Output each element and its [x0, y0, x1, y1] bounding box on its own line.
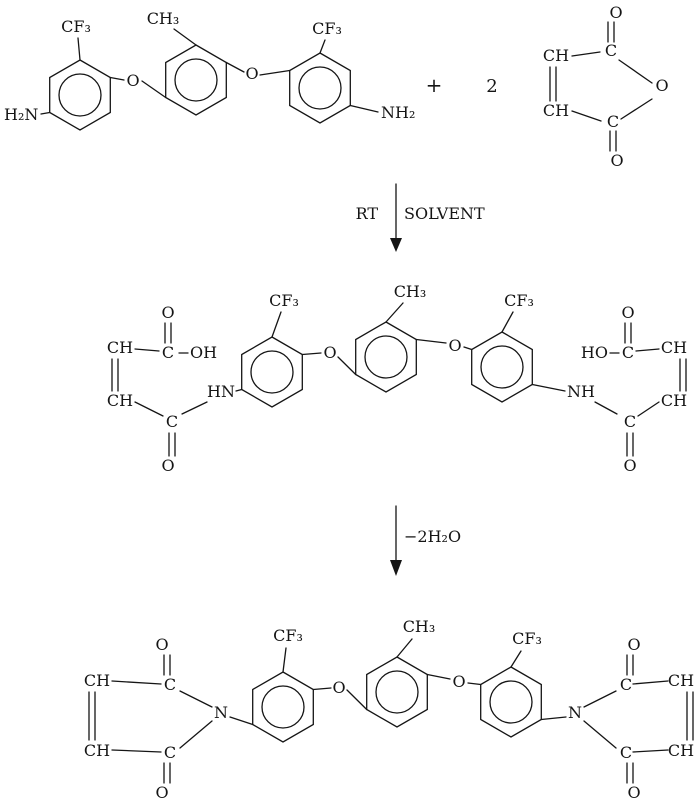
label-ch: CH	[543, 46, 569, 65]
label-ether-o: O	[448, 336, 461, 355]
single-bonds	[111, 680, 213, 753]
maleamic-acid-arm-left: O C OH CH CH C O	[107, 303, 217, 475]
label-carbonyl-o: O	[627, 783, 640, 800]
label-cf3: CF₃	[61, 17, 91, 36]
double-bonds	[111, 322, 176, 457]
label-ch: CH	[84, 741, 110, 760]
reaction-arrow-step1: RT SOLVENT	[356, 183, 485, 252]
maleimide-ring-left: C O C O CH CH	[84, 635, 213, 800]
label-ch: CH	[661, 338, 687, 357]
label-c: C	[164, 675, 176, 694]
label-carbonyl-o: O	[621, 303, 634, 322]
double-bonds	[88, 654, 171, 784]
maleamic-acid-arm-right: O HO C CH CH C O	[581, 303, 687, 475]
aromatic-circle	[489, 680, 533, 724]
label-ether-o: O	[332, 678, 345, 697]
aromatic-circle	[298, 66, 342, 110]
label-ether-o: O	[452, 672, 465, 691]
label-ether-o: O	[245, 64, 258, 83]
double-bonds	[624, 322, 687, 457]
arrow-head	[390, 238, 402, 252]
label-ether-o: O	[126, 71, 139, 90]
condition-medium: SOLVENT	[404, 204, 485, 223]
aromatic-circle	[261, 685, 305, 729]
double-bonds	[549, 21, 617, 152]
label-cf3: CF₃	[273, 626, 303, 645]
label-cf3: CF₃	[312, 19, 342, 38]
stoichiometric-coefficient: 2	[486, 76, 497, 97]
condition-temperature: RT	[356, 204, 379, 223]
label-carbonyl-o: O	[627, 635, 640, 654]
label-cf3: CF₃	[504, 291, 534, 310]
label-cf3: CF₃	[269, 291, 299, 310]
intermediate-bismaleamic-acid: CF₃ CH₃ CF₃ O O HN NH O C OH CH CH C O O…	[107, 282, 687, 475]
reactant-diamine: CF₃ H₂N O CH₃ O CF₃ NH₂	[4, 9, 415, 131]
label-carbonyl-o: O	[161, 456, 174, 475]
product-bismaleimide: CF₃ CH₃ CF₃ O O N N C O C O CH CH C O C …	[84, 617, 694, 800]
plus-sign: +	[426, 73, 443, 97]
label-ch: CH	[543, 101, 569, 120]
label-c: C	[620, 675, 632, 694]
single-bonds	[594, 348, 660, 417]
label-cf3: CF₃	[512, 629, 542, 648]
label-c: C	[624, 412, 636, 431]
label-hn: HN	[207, 382, 235, 401]
label-ch: CH	[107, 391, 133, 410]
single-bonds	[134, 348, 208, 417]
label-ch: CH	[107, 338, 133, 357]
aromatic-circle	[375, 670, 419, 714]
double-bonds	[626, 654, 694, 784]
label-ch: CH	[661, 391, 687, 410]
label-ch3: CH₃	[394, 282, 427, 301]
label-c: C	[620, 743, 632, 762]
label-carbonyl-o: O	[623, 456, 636, 475]
single-bonds	[583, 680, 669, 753]
label-carbonyl-o: O	[609, 3, 622, 22]
label-oh: OH	[190, 343, 217, 362]
label-nh: NH	[567, 382, 595, 401]
aromatic-circle	[250, 350, 294, 394]
label-anhydride-o: O	[655, 76, 668, 95]
maleimide-ring-right: C O C O CH CH	[583, 635, 694, 800]
label-carbonyl-o: O	[155, 783, 168, 800]
label-c: C	[164, 743, 176, 762]
label-c: C	[622, 343, 634, 362]
reactant-maleic-anhydride: CH CH C C O O O	[543, 3, 669, 170]
label-n: N	[214, 703, 228, 722]
label-ch: CH	[668, 671, 694, 690]
label-c: C	[162, 343, 174, 362]
label-ch3: CH₃	[403, 617, 436, 636]
aromatic-circle	[58, 73, 102, 117]
label-ether-o: O	[323, 343, 336, 362]
label-c: C	[607, 112, 619, 131]
aromatic-circle	[174, 58, 218, 102]
label-c: C	[605, 41, 617, 60]
single-bonds-core	[229, 638, 567, 726]
label-ho: HO	[581, 343, 608, 362]
label-ch: CH	[84, 671, 110, 690]
label-ch3: CH₃	[147, 9, 180, 28]
single-bonds	[40, 28, 379, 115]
single-bonds-core	[235, 302, 566, 392]
label-c: C	[166, 412, 178, 431]
arrow-head	[390, 560, 402, 576]
label-carbonyl-o: O	[610, 151, 623, 170]
label-carbonyl-o: O	[161, 303, 174, 322]
label-ch: CH	[668, 741, 694, 760]
aromatic-circle	[480, 345, 524, 389]
reaction-arrow-step2: −2H₂O	[390, 505, 461, 576]
label-nh2: NH₂	[381, 103, 415, 122]
aromatic-circle	[364, 335, 408, 379]
condition-byproduct: −2H₂O	[404, 527, 461, 546]
single-bonds	[571, 51, 653, 122]
label-carbonyl-o: O	[155, 635, 168, 654]
label-h2n: H₂N	[4, 105, 38, 124]
label-n: N	[568, 703, 582, 722]
